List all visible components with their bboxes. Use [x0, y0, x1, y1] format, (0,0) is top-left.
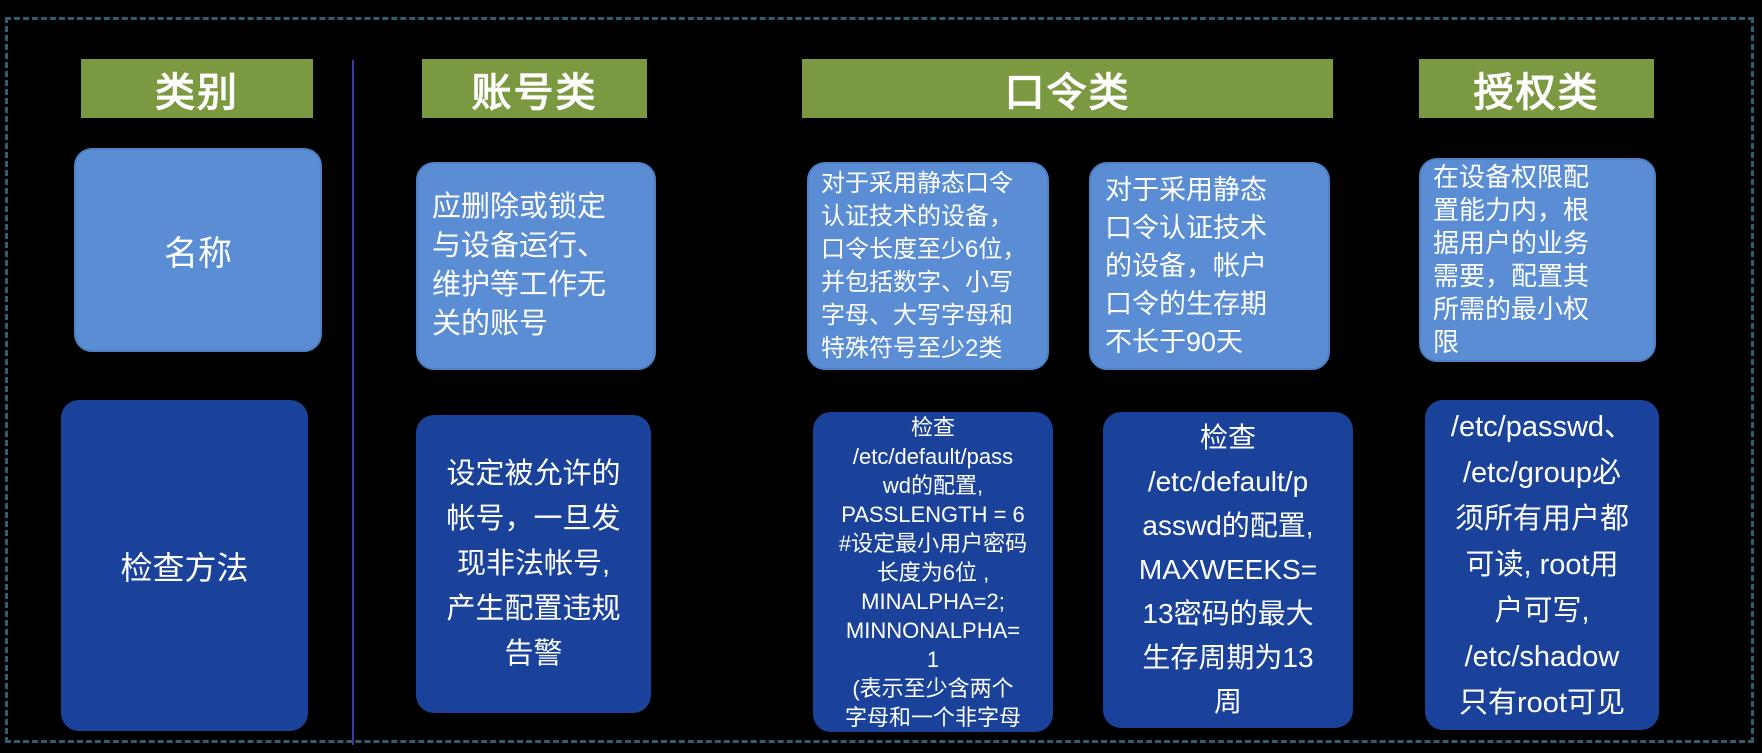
method-row-label-text: 检查方法: [120, 549, 249, 586]
category-column-divider: [352, 60, 354, 745]
name-row-label-box: 名称: [74, 148, 322, 352]
header-category: 类别: [81, 59, 313, 118]
name-row-label-text: 名称: [164, 234, 232, 273]
method-box-account-text: 设定被允许的 帐号，一旦发 现非法帐号, 产生配置违规 告警: [446, 457, 621, 670]
name-box-password-lifetime-text: 对于采用静态 口令认证技术 的设备，帐户 口令的生存期 不长于90天: [1105, 175, 1267, 357]
name-box-password-complexity: 对于采用静态口令 认证技术的设备， 口令长度至少6位， 并包括数字、小写 字母、…: [807, 162, 1049, 370]
slide-dashed-border: [5, 17, 1754, 743]
method-box-authorization-text: /etc/passwd、 /etc/group必 须所有用户都 可读, root…: [1450, 411, 1634, 719]
name-box-password-complexity-text: 对于采用静态口令 认证技术的设备， 口令长度至少6位， 并包括数字、小写 字母、…: [821, 170, 1027, 362]
method-box-password-lifetime: 检查 /etc/default/p asswd的配置, MAXWEEKS= 13…: [1103, 412, 1353, 728]
header-account-class: 账号类: [422, 59, 647, 118]
header-authorization-class: 授权类: [1419, 59, 1654, 118]
method-box-password-complexity: 检查 /etc/default/pass wd的配置, PASSLENGTH =…: [813, 412, 1053, 732]
method-box-authorization: /etc/passwd、 /etc/group必 须所有用户都 可读, root…: [1425, 400, 1659, 730]
header-password-class: 口令类: [802, 59, 1333, 118]
method-box-password-complexity-text: 检查 /etc/default/pass wd的配置, PASSLENGTH =…: [838, 414, 1028, 730]
method-row-label-box: 检查方法: [61, 400, 308, 731]
method-box-password-lifetime-text: 检查 /etc/default/p asswd的配置, MAXWEEKS= 13…: [1138, 422, 1318, 717]
name-box-account-text: 应删除或锁定 与设备运行、 维护等工作无 关的账号: [432, 191, 607, 340]
name-box-authorization-text: 在设备权限配 置能力内，根 据用户的业务 需要，配置其 所需的最小权 限: [1433, 162, 1590, 357]
name-box-authorization: 在设备权限配 置能力内，根 据用户的业务 需要，配置其 所需的最小权 限: [1419, 158, 1656, 362]
method-box-account: 设定被允许的 帐号，一旦发 现非法帐号, 产生配置违规 告警: [416, 415, 651, 713]
name-box-password-lifetime: 对于采用静态 口令认证技术 的设备，帐户 口令的生存期 不长于90天: [1089, 162, 1330, 370]
name-box-account: 应删除或锁定 与设备运行、 维护等工作无 关的账号: [416, 162, 656, 370]
